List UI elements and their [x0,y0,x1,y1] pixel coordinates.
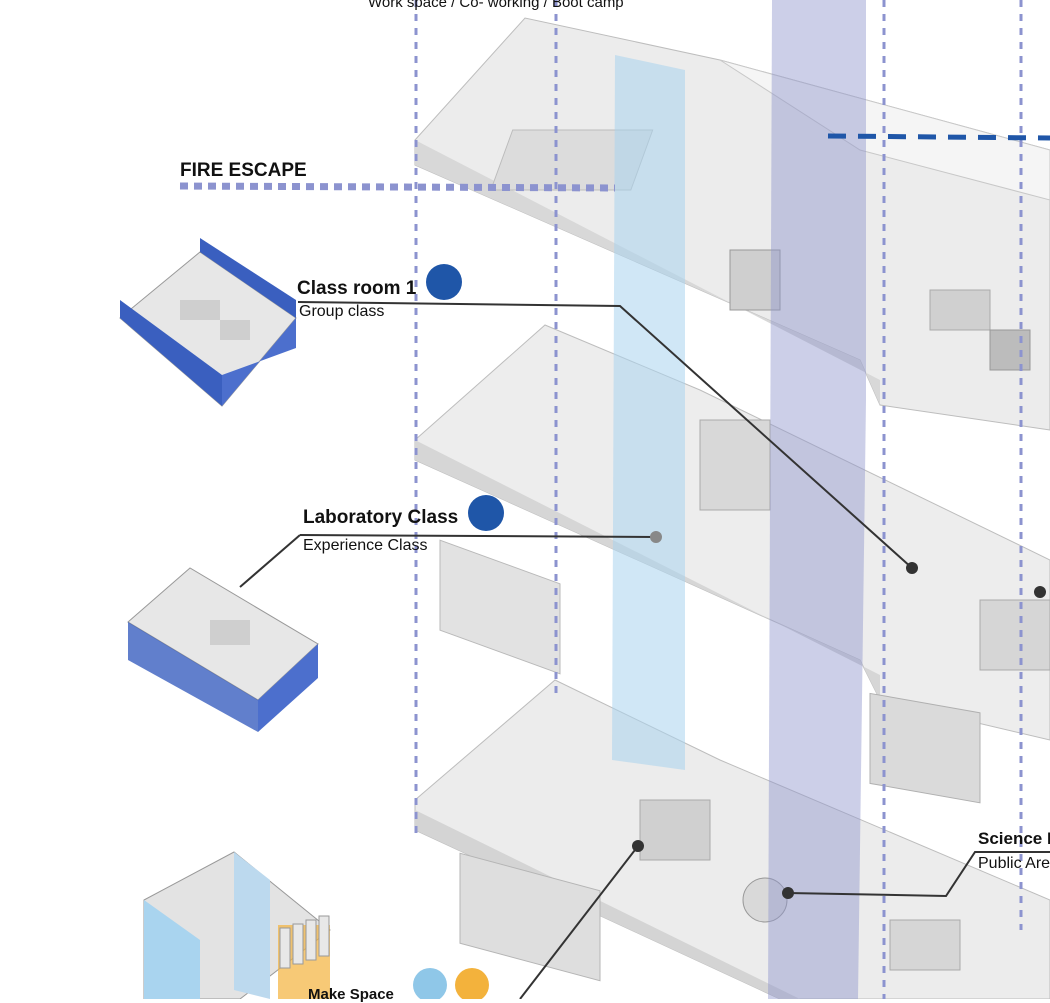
leader-dots [632,531,1046,899]
science-subtitle: Public Are [978,855,1050,872]
make-space-light-blue-circle [413,968,447,999]
floor-slab-lower [414,679,1050,999]
fire-escape-route [179,182,616,192]
classroom-title: Class room 1 [297,278,417,299]
leader-lines [239,301,1050,999]
classroom-marker-circle [426,264,462,300]
laboratory-thumbnail [127,567,319,732]
make-space-title: Make Space [308,986,394,1003]
laboratory-subtitle: Experience Class [303,537,428,554]
structural-grid-lines [414,0,1023,999]
classroom-thumbnail [119,238,297,407]
science-title: Science I [978,829,1050,848]
lavender-shaft [768,0,866,999]
fire-escape-label: FIRE ESCAPE [180,160,307,181]
classroom-subtitle: Group class [299,303,385,320]
top-caption: Work space / Co- working / Boot camp [368,0,624,11]
laboratory-marker-circle [468,495,504,531]
make-space-thumbnail [143,851,331,999]
laboratory-title: Laboratory Class [303,507,459,528]
upper-dashed-route [827,133,1050,141]
floor-slab-middle [414,324,1050,804]
make-space-yellow-circle [455,968,489,999]
light-blue-shaft [612,55,685,770]
